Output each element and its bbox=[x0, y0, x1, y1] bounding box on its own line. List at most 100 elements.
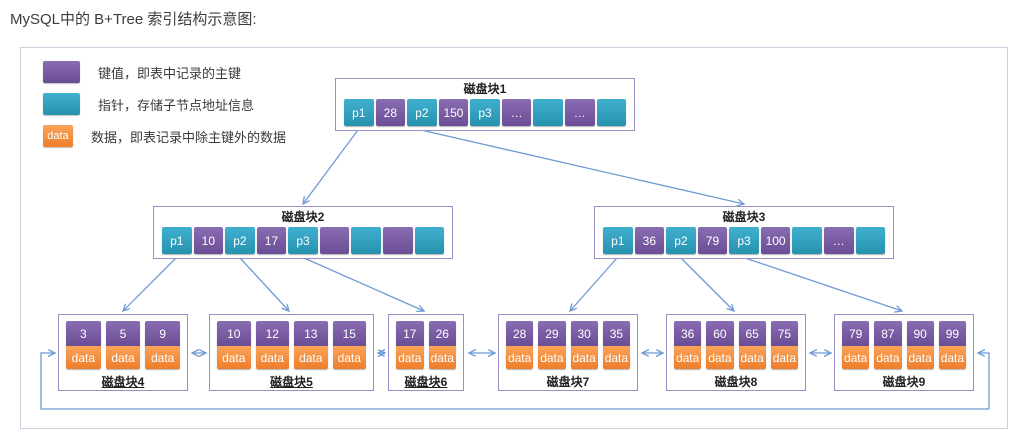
data-cell: data bbox=[105, 346, 141, 369]
pointer-cell: p3 bbox=[729, 227, 759, 254]
data-cell: data bbox=[294, 346, 328, 369]
key-cell: 28 bbox=[375, 99, 406, 126]
key-cell bbox=[319, 227, 350, 254]
data-cell: data bbox=[842, 346, 870, 369]
key-cell: 9 bbox=[145, 321, 181, 346]
legend-item-data: data 数据，即表记录中除主键外的数据 bbox=[43, 125, 286, 147]
page-title: MySQL中的 B+Tree 索引结构示意图: bbox=[10, 11, 257, 28]
pointer-cell: p2 bbox=[666, 227, 696, 254]
key-cell: 3 bbox=[66, 321, 101, 346]
key-cell: 15 bbox=[332, 321, 366, 346]
legend-label-pointer: 指针，存储子节点地址信息 bbox=[98, 97, 255, 113]
data-cell: data bbox=[874, 346, 902, 369]
key-cell: 10 bbox=[217, 321, 251, 346]
key-cell: 79 bbox=[842, 321, 870, 346]
data-cell: data bbox=[906, 346, 934, 369]
data-cell: data bbox=[570, 346, 598, 369]
pointer-cell bbox=[414, 227, 445, 254]
data-cell: data bbox=[217, 346, 251, 369]
pointer-cell bbox=[351, 227, 381, 254]
key-cell: 10 bbox=[193, 227, 224, 254]
key-cell: 100 bbox=[760, 227, 791, 254]
key-cell: 5 bbox=[105, 321, 141, 346]
pointer-swatch-icon bbox=[43, 93, 80, 115]
leaf-title: 磁盘块5 bbox=[270, 375, 313, 389]
pointer-cell bbox=[596, 99, 627, 126]
key-cell: … bbox=[564, 99, 595, 126]
key-cell: 65 bbox=[738, 321, 766, 346]
pointer-cell: p1 bbox=[162, 227, 192, 254]
key-cell: 90 bbox=[906, 321, 934, 346]
key-cell: 36 bbox=[674, 321, 702, 346]
key-cell: 79 bbox=[697, 227, 728, 254]
legend-label-data: 数据，即表记录中除主键外的数据 bbox=[91, 129, 287, 145]
pointer-cell: p3 bbox=[470, 99, 500, 126]
leaf-title: 磁盘块7 bbox=[546, 375, 590, 389]
key-cell: 13 bbox=[294, 321, 328, 346]
key-cell: 17 bbox=[256, 227, 287, 254]
data-cell: data bbox=[506, 346, 534, 369]
leaf-title: 磁盘块6 bbox=[404, 375, 448, 389]
data-cell: data bbox=[674, 346, 702, 369]
key-cell: 12 bbox=[255, 321, 289, 346]
data-cell: data bbox=[538, 346, 566, 369]
leaf-title: 磁盘块9 bbox=[882, 375, 926, 389]
key-cell: 75 bbox=[770, 321, 798, 346]
data-cell: data bbox=[738, 346, 766, 369]
legend-item-key: 键值，即表中记录的主键 bbox=[43, 61, 286, 83]
node-title: 磁盘块2 bbox=[281, 210, 325, 224]
pointer-cell: p2 bbox=[225, 227, 255, 254]
key-cell bbox=[382, 227, 413, 254]
data-cell: data bbox=[396, 346, 424, 369]
data-cell: data bbox=[332, 346, 366, 369]
key-cell: 60 bbox=[706, 321, 734, 346]
key-swatch-icon bbox=[43, 61, 80, 83]
key-cell: 35 bbox=[602, 321, 630, 346]
diagram-canvas: 键值，即表中记录的主键 指针，存储子节点地址信息 data 数据，即表记录中除主… bbox=[20, 47, 1008, 429]
pointer-cell bbox=[792, 227, 822, 254]
data-cell: data bbox=[602, 346, 630, 369]
legend-label-key: 键值，即表中记录的主键 bbox=[98, 65, 242, 81]
data-cell: data bbox=[255, 346, 289, 369]
legend-item-pointer: 指针，存储子节点地址信息 bbox=[43, 93, 286, 115]
data-swatch-icon: data bbox=[43, 125, 73, 147]
pointer-cell: p1 bbox=[603, 227, 633, 254]
key-cell: 28 bbox=[506, 321, 534, 346]
key-cell: 30 bbox=[570, 321, 598, 346]
pointer-cell bbox=[855, 227, 886, 254]
node-title: 磁盘块1 bbox=[463, 82, 507, 96]
